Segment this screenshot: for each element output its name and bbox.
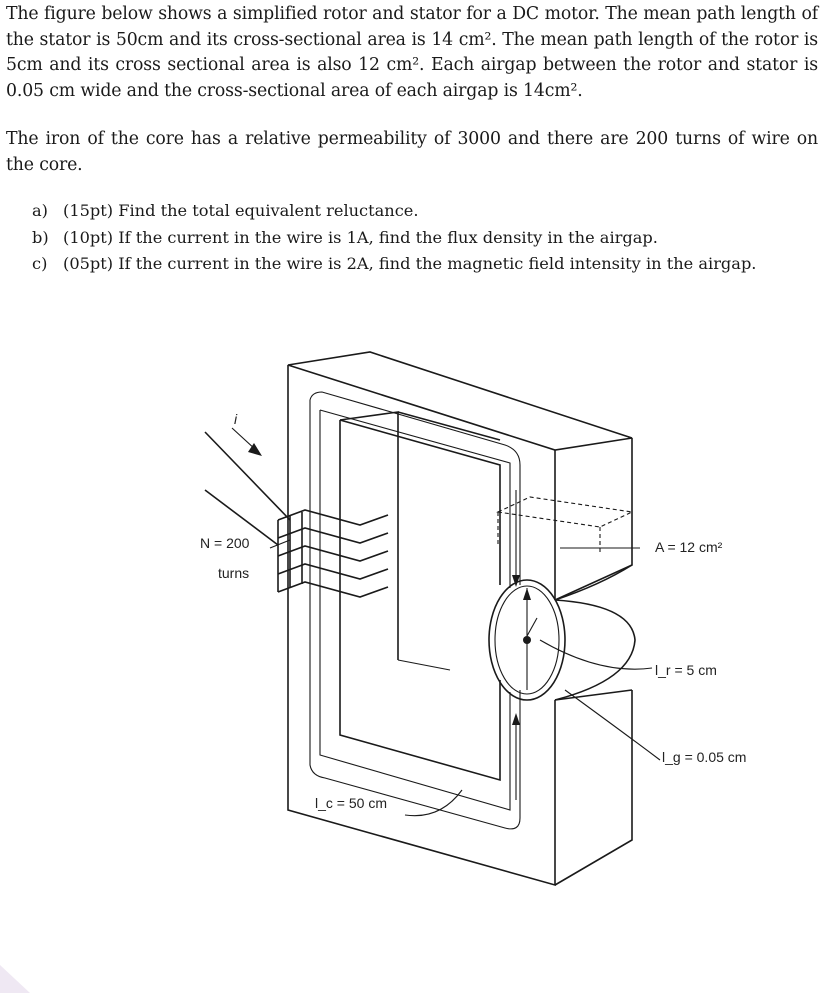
problem-paragraph-1: The figure below shows a simplified roto… bbox=[6, 4, 818, 101]
turns-label-line1: N = 200 bbox=[200, 535, 250, 551]
turns-label-line2: turns bbox=[218, 565, 249, 581]
cross-section-marker bbox=[496, 496, 640, 555]
current-label: i bbox=[234, 411, 238, 427]
stator-length-label: l_c = 50 cm bbox=[315, 795, 387, 811]
question-label: a) bbox=[32, 201, 48, 220]
gap-length-label: l_g = 0.05 cm bbox=[662, 749, 746, 765]
question-item: b) (10pt) If the current in the wire is … bbox=[32, 225, 756, 252]
corner-decoration bbox=[0, 965, 30, 993]
question-text: (10pt) If the current in the wire is 1A,… bbox=[63, 227, 658, 247]
question-label: c) bbox=[32, 254, 48, 273]
motor-magnetic-circuit-diagram: i N = 200 turns A = 12 cm² l_r = 5 cm l_… bbox=[200, 351, 746, 887]
rotor bbox=[488, 579, 636, 701]
question-label: b) bbox=[32, 227, 49, 247]
question-text: (15pt) Find the total equivalent relucta… bbox=[63, 201, 419, 220]
problem-paragraph-2: The iron of the core has a relative perm… bbox=[6, 129, 818, 175]
leader-lines bbox=[269, 539, 661, 817]
area-label: A = 12 cm² bbox=[655, 539, 723, 555]
question-item: a) (15pt) Find the total equivalent relu… bbox=[32, 198, 756, 225]
question-item: c) (05pt) If the current in the wire is … bbox=[32, 251, 756, 278]
question-text: (05pt) If the current in the wire is 2A,… bbox=[63, 254, 757, 273]
coil-winding bbox=[204, 427, 389, 598]
question-list: a) (15pt) Find the total equivalent relu… bbox=[32, 198, 756, 278]
rotor-length-label: l_r = 5 cm bbox=[655, 662, 717, 678]
flux-arrows bbox=[512, 490, 520, 800]
